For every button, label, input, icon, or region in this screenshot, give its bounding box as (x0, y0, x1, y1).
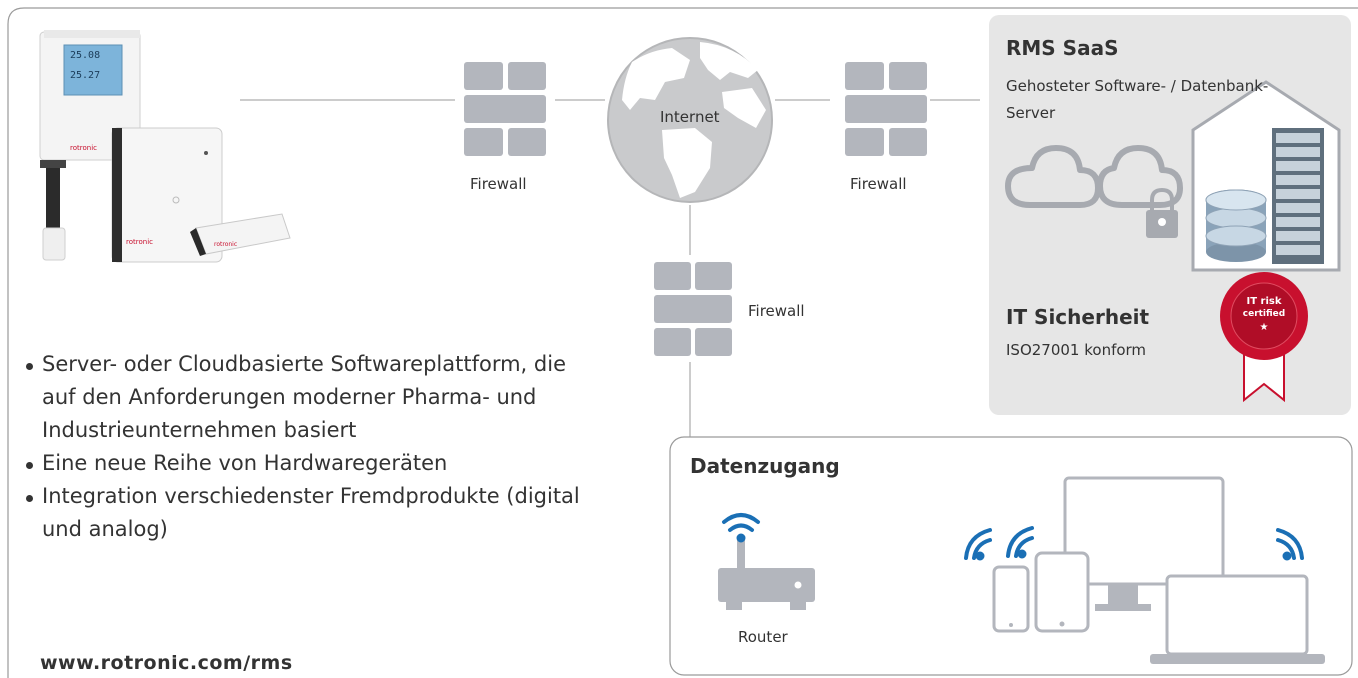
monitor-icon (1063, 476, 1225, 611)
firewall-label: Firewall (470, 175, 527, 193)
svg-text:rotronic: rotronic (126, 238, 153, 246)
it-risk-certified-badge (1220, 272, 1308, 403)
feature-list: Server- oder Cloudbasierte Softwareplatt… (24, 348, 604, 546)
access-title: Datenzugang (690, 454, 840, 478)
laptop-icon (1150, 574, 1325, 664)
firewall-icon (464, 62, 546, 156)
security-subtitle: ISO27001 konform (1006, 341, 1147, 359)
saas-subtitle-line2: Server (1006, 104, 1056, 122)
wifi-icon (964, 528, 992, 561)
svg-text:rotronic: rotronic (70, 144, 97, 152)
outer-frame (7, 7, 1358, 678)
product-devices-image: rotronic rotronic rotronic (39, 30, 291, 263)
badge-star: ★ (1259, 322, 1269, 333)
firewall-label: Firewall (850, 175, 907, 193)
device-display-line2: 25.27 (70, 70, 101, 81)
wifi-icon (722, 513, 760, 543)
list-item: Integration verschiedenster Fremdprodukt… (24, 480, 604, 546)
globe-icon (607, 37, 773, 203)
firewall-label: Firewall (748, 302, 805, 320)
wifi-icon (1276, 528, 1304, 561)
cloud-icon (1097, 145, 1183, 208)
list-item: Eine neue Reihe von Hardwaregeräten (24, 447, 604, 480)
website-link[interactable]: www.rotronic.com/rms (40, 652, 293, 674)
saas-subtitle-line1: Gehosteter Software- / Datenbank- (1006, 77, 1269, 95)
svg-text:rotronic: rotronic (214, 241, 237, 248)
device-display-line1: 25.08 (70, 50, 101, 61)
firewall-icon (654, 262, 732, 356)
list-item: Server- oder Cloudbasierte Softwareplatt… (24, 348, 604, 447)
badge-line1: IT risk (1246, 296, 1282, 307)
router-label: Router (738, 628, 788, 646)
datacenter-house-icon (1191, 80, 1341, 272)
firewall-icon (845, 62, 927, 156)
lock-icon (1146, 187, 1178, 238)
saas-title: RMS SaaS (1006, 36, 1119, 60)
wifi-icon (1006, 526, 1034, 559)
phone-icon (992, 565, 1030, 633)
router-icon (718, 538, 815, 610)
badge-line2: certified (1242, 309, 1286, 319)
tablet-icon (1034, 551, 1090, 633)
security-title: IT Sicherheit (1006, 305, 1150, 329)
internet-label: Internet (660, 108, 720, 126)
